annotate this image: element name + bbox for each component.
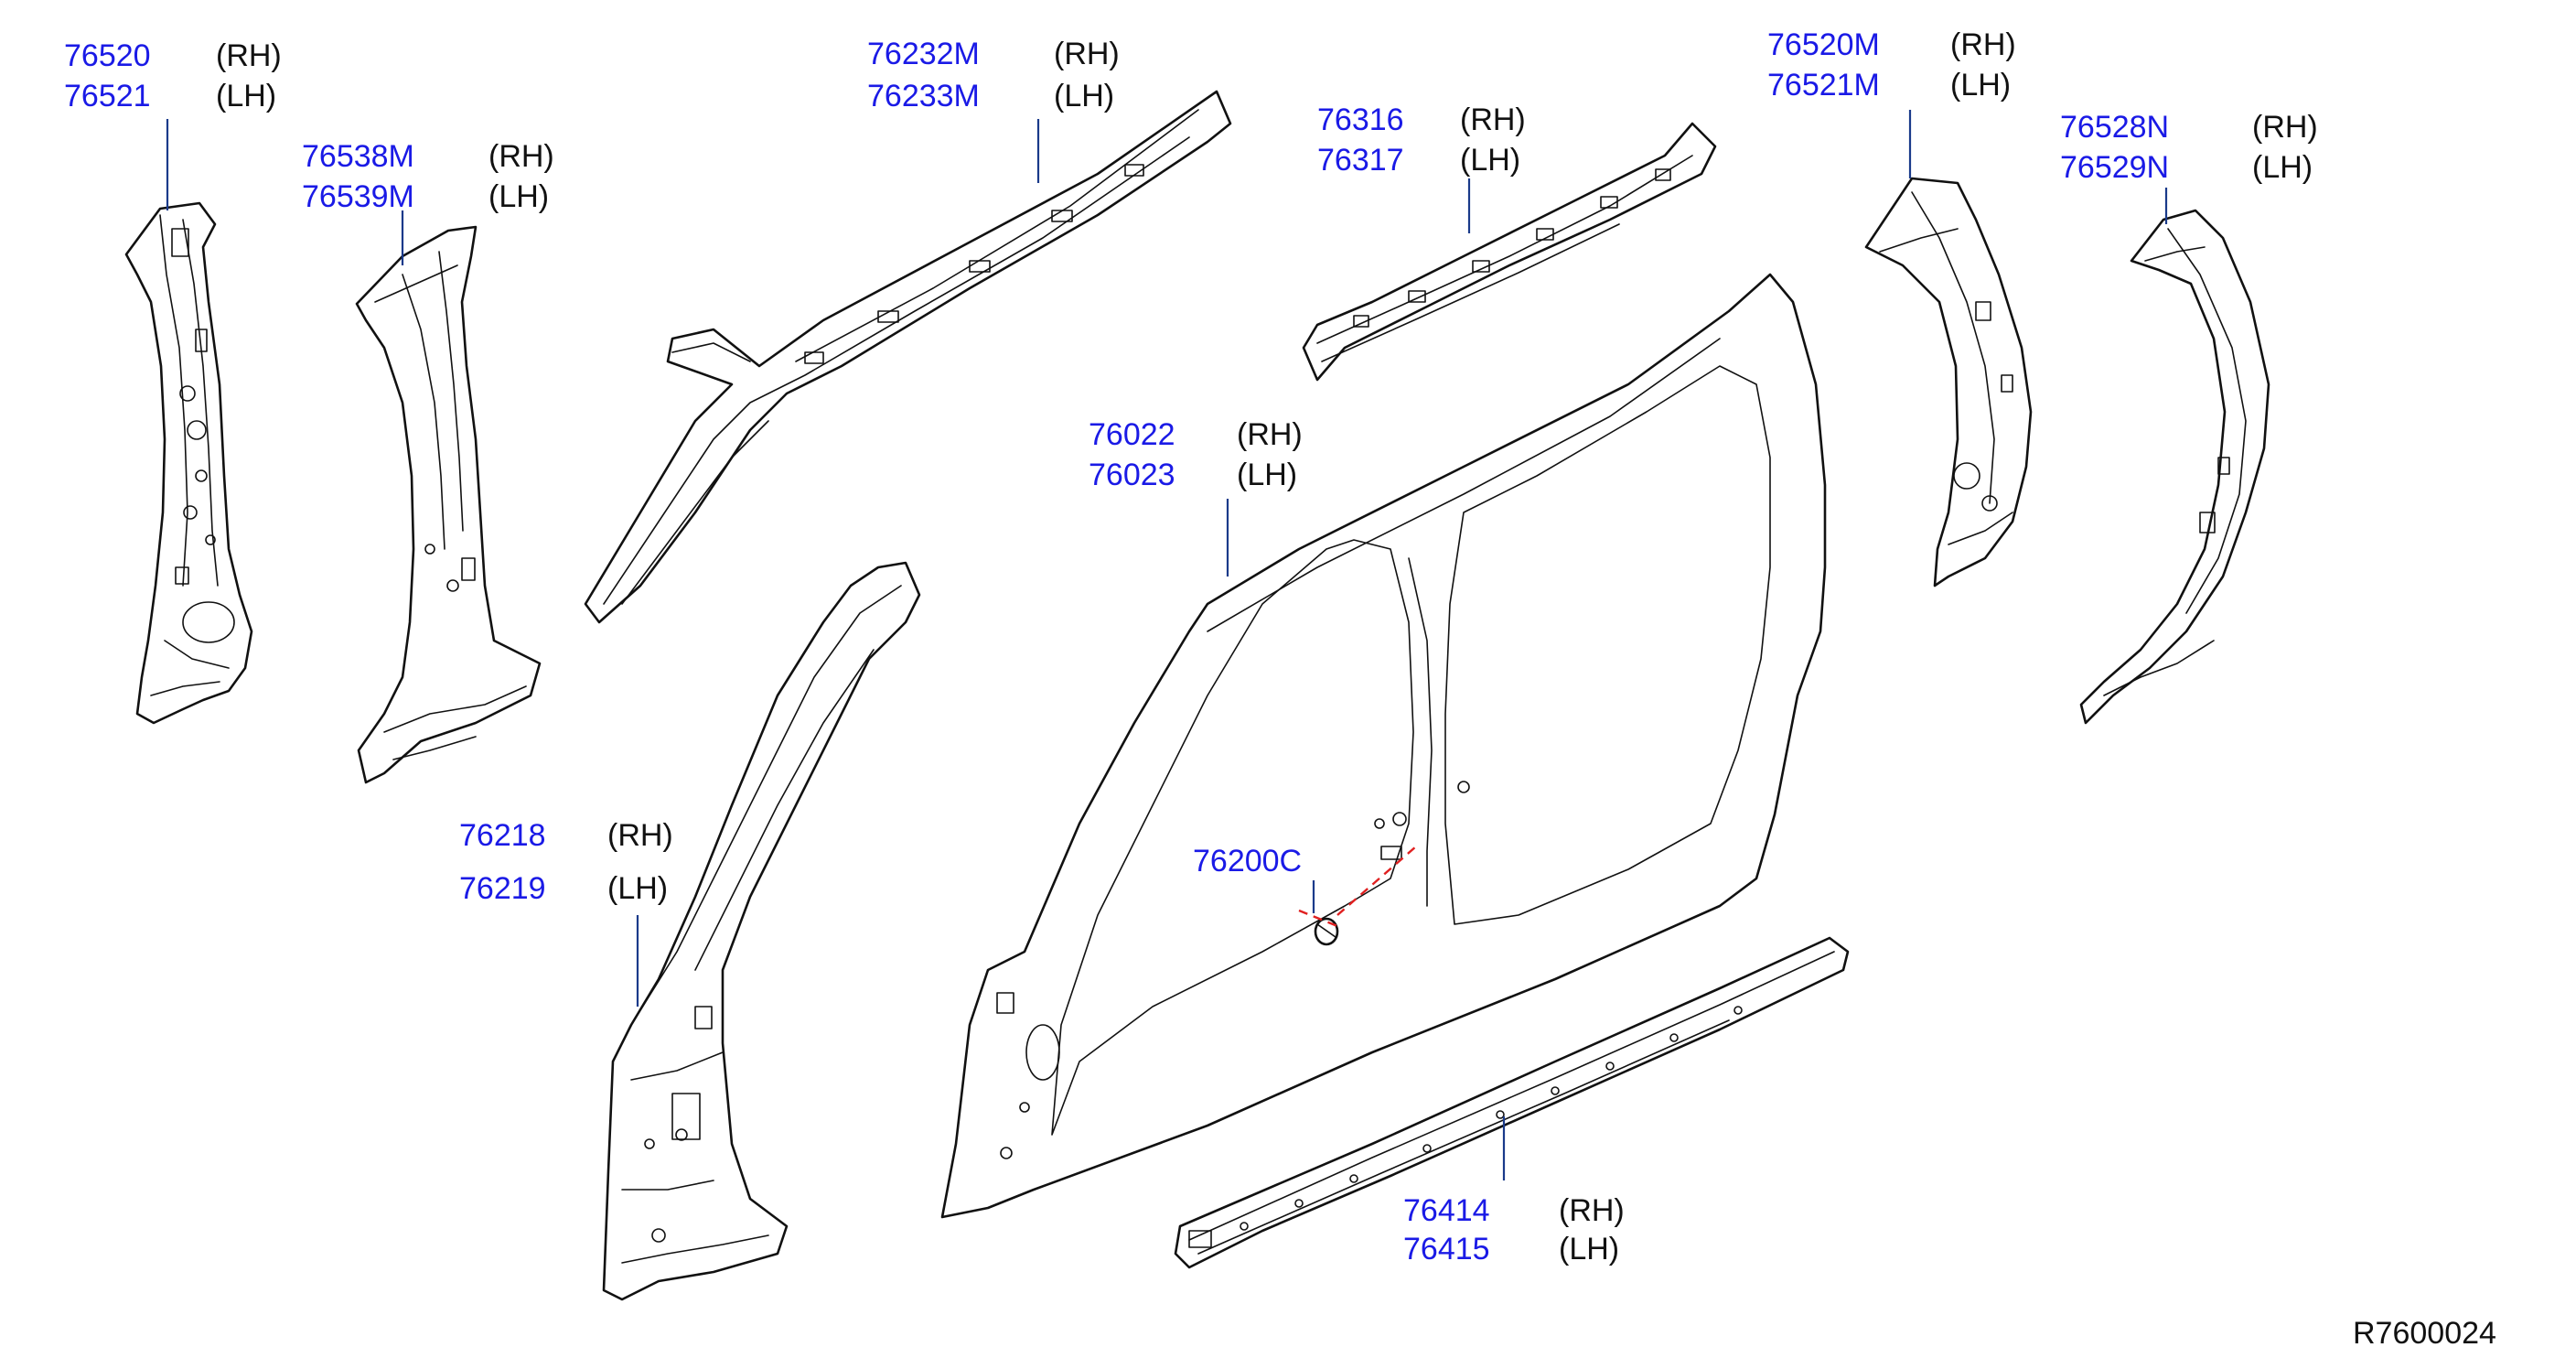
callout-76022: 76022 (RH) 76023 (LH) (1089, 417, 1303, 492)
part-number[interactable]: 76415 (1403, 1232, 1490, 1266)
side-label: (LH) (1460, 143, 1520, 178)
part-number[interactable]: 76538M (302, 139, 414, 174)
side-label: (RH) (607, 818, 673, 853)
rear-pillar-inner-part (1864, 177, 2033, 587)
part-number[interactable]: 76528N (2060, 110, 2169, 145)
part-number[interactable]: 76200C (1193, 844, 1302, 878)
side-label: (RH) (1054, 37, 1120, 71)
callout-76538M: 76538M (RH) 76539M (LH) (302, 139, 554, 214)
leader-lines (166, 110, 2168, 1180)
body-side-outer-part (940, 273, 1827, 1219)
side-label: (LH) (2252, 150, 2313, 185)
part-number[interactable]: 76414 (1403, 1193, 1490, 1228)
side-label: (LH) (1237, 458, 1297, 492)
side-label: (RH) (1950, 27, 2016, 62)
side-label: (RH) (216, 38, 282, 73)
side-label: (LH) (1559, 1232, 1619, 1266)
callout-76232M: 76232M (RH) 76233M (LH) (867, 37, 1120, 113)
callout-76520M: 76520M (RH) 76521M (LH) (1767, 27, 2016, 102)
side-label: (RH) (1237, 417, 1303, 452)
side-label: (RH) (1559, 1193, 1625, 1228)
side-label: (RH) (1460, 102, 1526, 137)
front-pillar-outer-part (602, 561, 921, 1301)
part-number[interactable]: 76218 (459, 818, 546, 853)
rear-pillar-outer-part (2079, 209, 2270, 725)
part-number[interactable]: 76539M (302, 179, 414, 214)
side-label: (RH) (488, 139, 554, 174)
callout-76218: 76218 (RH) 76219 (LH) (459, 818, 673, 906)
part-number[interactable]: 76316 (1317, 102, 1404, 137)
roof-side-rail-part (584, 90, 1232, 624)
side-label: (LH) (1950, 68, 2011, 102)
diagram-reference-code: R7600024 (2353, 1316, 2496, 1351)
part-number[interactable]: 76317 (1317, 143, 1404, 178)
part-number[interactable]: 76022 (1089, 417, 1175, 452)
rear-roof-rail-part (1302, 122, 1717, 382)
part-number[interactable]: 76521M (1767, 68, 1880, 102)
part-number[interactable]: 76219 (459, 871, 546, 906)
center-pillar-inner-part (355, 225, 542, 784)
fastener-dashed-line (1298, 846, 1417, 928)
part-number[interactable]: 76233M (867, 79, 980, 113)
clip-fastener-part (1298, 846, 1417, 946)
part-number[interactable]: 76520M (1767, 27, 1880, 62)
sill-inner-part (1174, 936, 1850, 1269)
part-number[interactable]: 76521 (64, 79, 151, 113)
part-number[interactable]: 76520 (64, 38, 151, 73)
callout-76200C: 76200C (1193, 844, 1302, 878)
side-label: (RH) (2252, 110, 2318, 145)
pillar-inner-front-part (124, 201, 253, 725)
side-label: (LH) (607, 871, 668, 906)
part-number[interactable]: 76232M (867, 37, 980, 71)
callout-76528N: 76528N (RH) 76529N (LH) (2060, 110, 2318, 185)
callout-76414: 76414 (RH) 76415 (LH) (1403, 1193, 1625, 1266)
side-label: (LH) (488, 179, 549, 214)
side-label: (LH) (216, 79, 276, 113)
callout-76520: 76520 (RH) 76521 (LH) (64, 38, 282, 113)
callout-76316: 76316 (RH) 76317 (LH) (1317, 102, 1526, 178)
part-number[interactable]: 76529N (2060, 150, 2169, 185)
part-number[interactable]: 76023 (1089, 458, 1175, 492)
side-label: (LH) (1054, 79, 1114, 113)
